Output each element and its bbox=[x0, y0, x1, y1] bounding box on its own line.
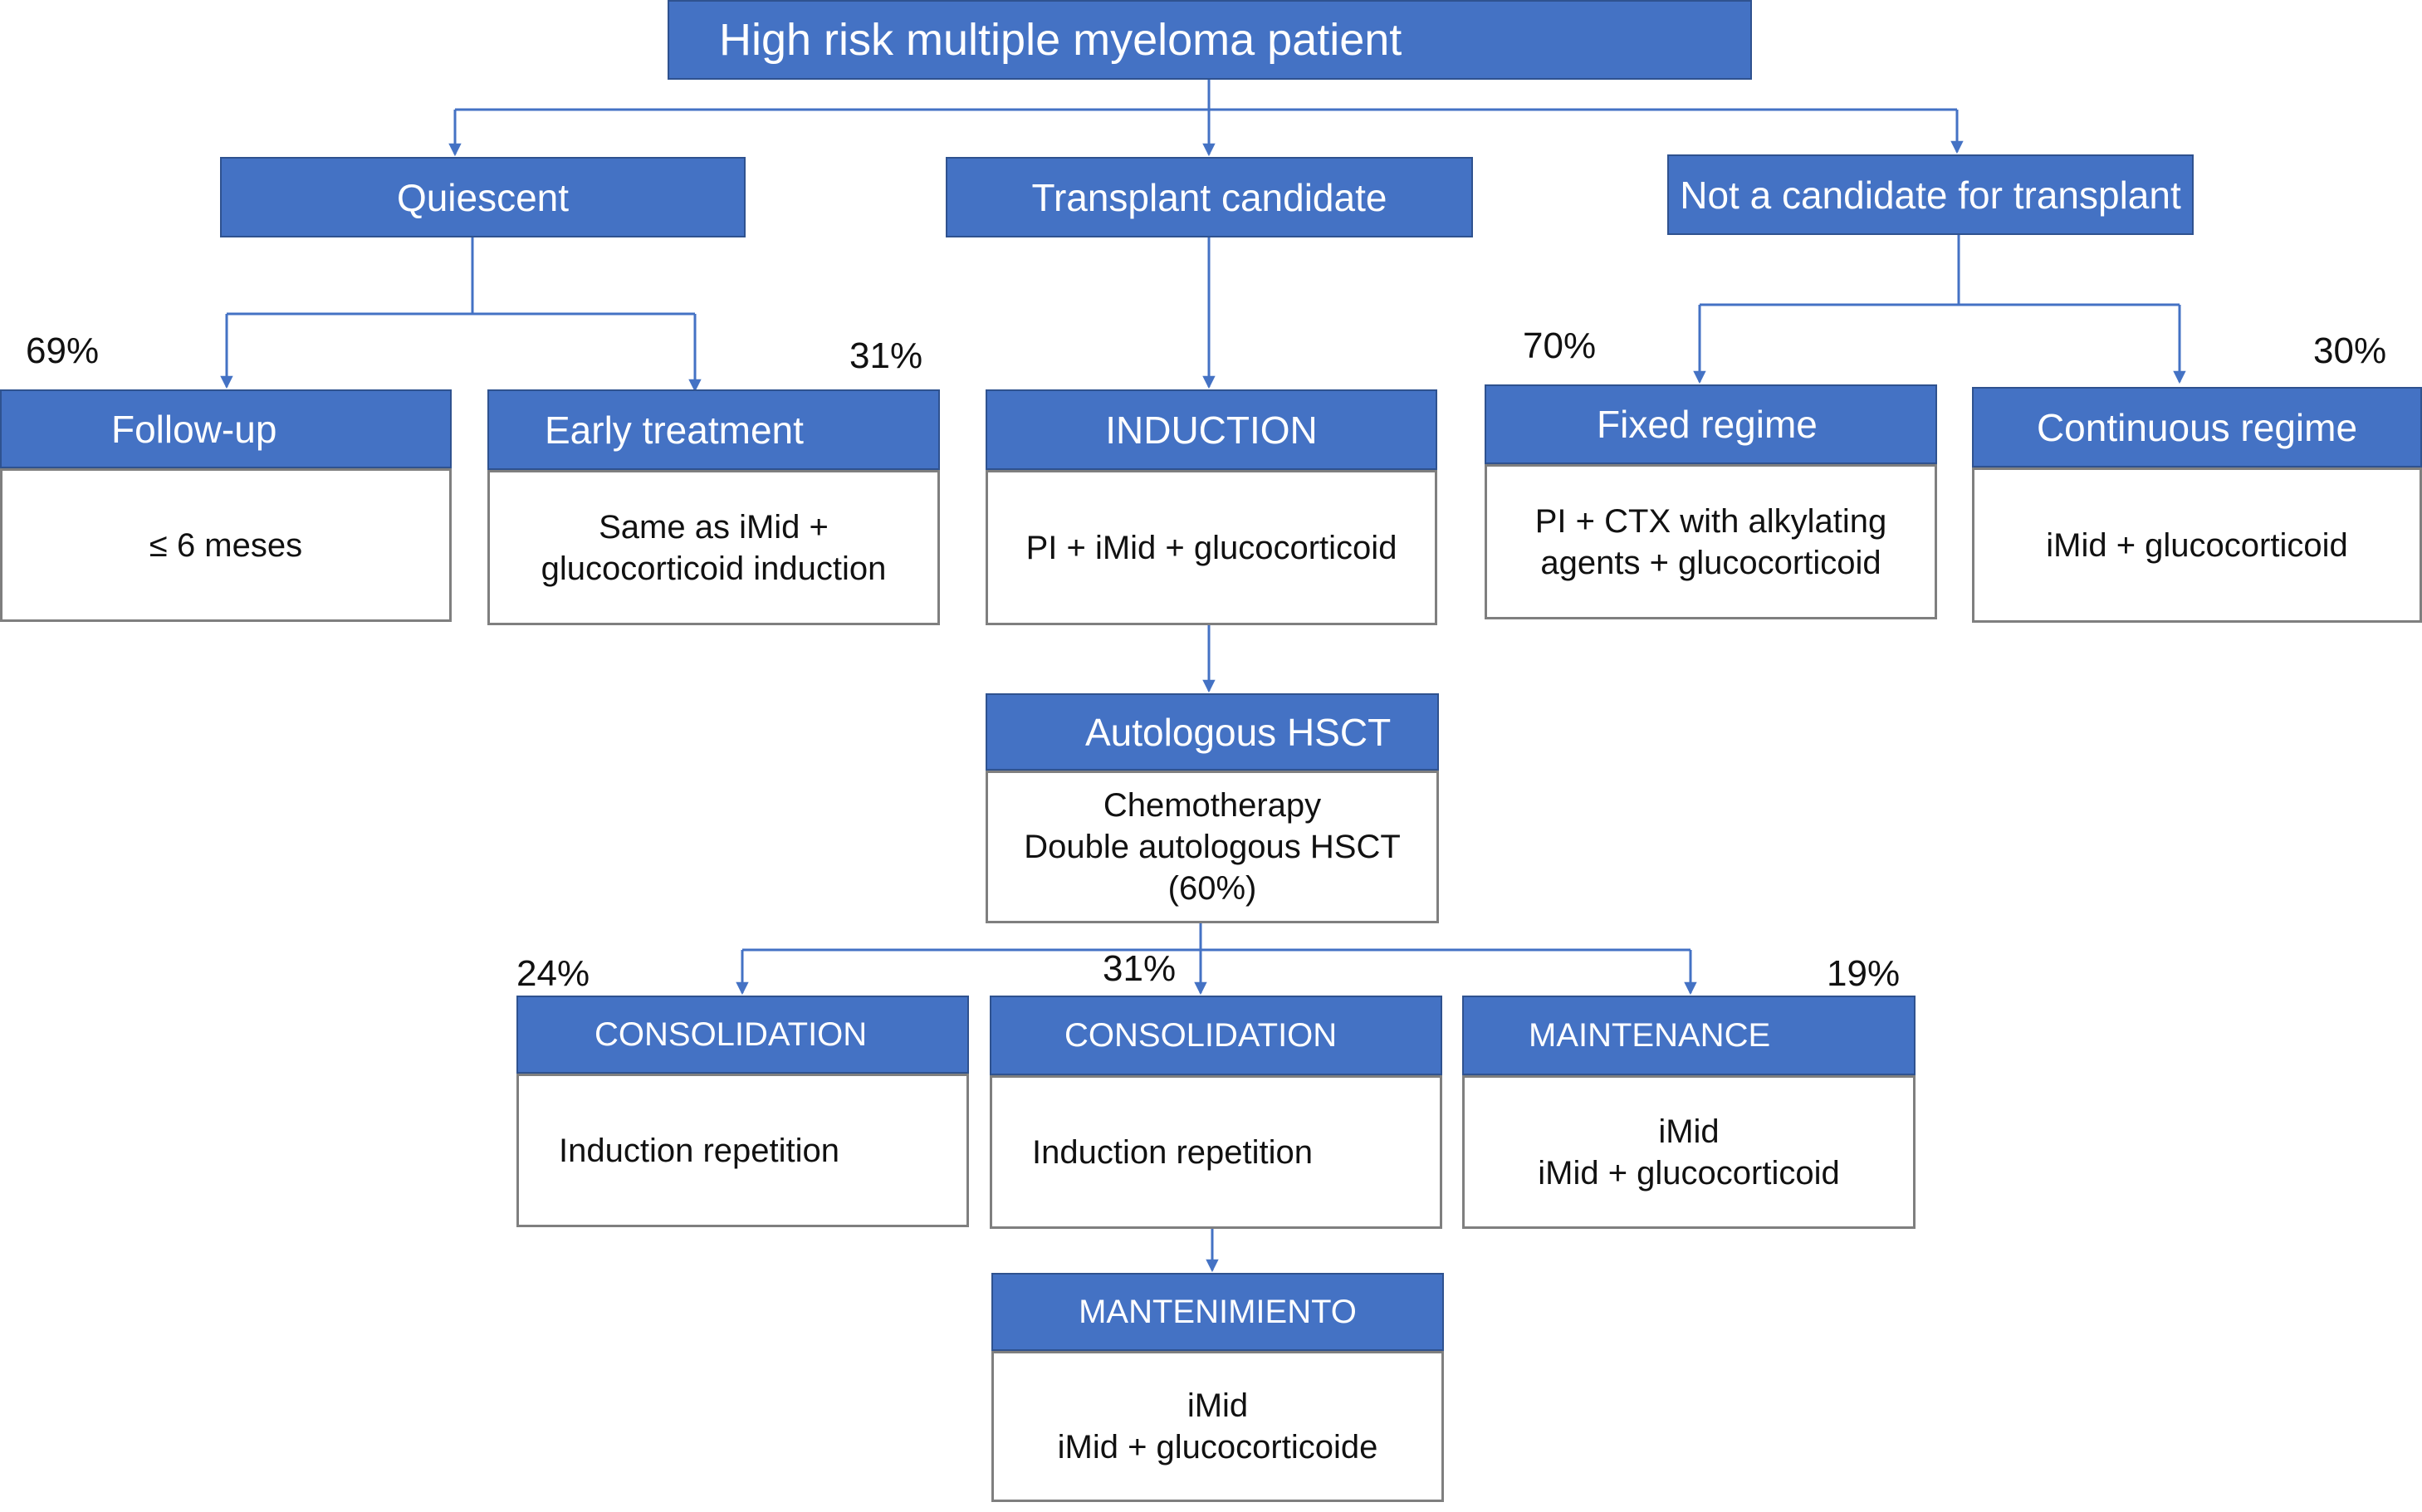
mantenimiento-title: MANTENIMIENTO bbox=[1079, 1293, 1357, 1330]
early-treatment-line-1: Same as iMid + bbox=[599, 508, 829, 546]
maintenance-percent: 19% bbox=[1827, 953, 1901, 994]
continuous-regime-title: Continuous regime bbox=[2036, 405, 2358, 449]
maintenance-title: MAINTENANCE bbox=[1529, 1016, 1771, 1054]
hsct-line-1: Chemotherapy bbox=[1103, 787, 1322, 824]
consolidation-b-header: CONSOLIDATION bbox=[990, 996, 1442, 1075]
follow-up-body: ≤ 6 meses bbox=[0, 468, 452, 622]
hsct-title: Autologous HSCT bbox=[1085, 710, 1392, 754]
quiescent-label: Quiescent bbox=[396, 175, 570, 219]
maintenance-body: iMid iMid + glucocorticoid bbox=[1462, 1075, 1916, 1229]
hsct-line-3: (60%) bbox=[1167, 870, 1257, 907]
consolidation-a-title: CONSOLIDATION bbox=[594, 1015, 868, 1053]
transplant-candidate-node: Transplant candidate bbox=[946, 157, 1473, 237]
mantenimiento-line-1: iMid bbox=[1187, 1387, 1249, 1424]
consolidation-a-line-1: Induction repetition bbox=[559, 1132, 840, 1169]
induction-body: PI + iMid + glucocorticoid bbox=[986, 470, 1437, 625]
early-treatment-header: Early treatment bbox=[487, 389, 940, 470]
maintenance-line-1: iMid bbox=[1658, 1113, 1720, 1150]
follow-up-percent: 69% bbox=[26, 330, 100, 371]
fixed-regime-body: PI + CTX with alkylating agents + glucoc… bbox=[1485, 464, 1937, 619]
quiescent-node: Quiescent bbox=[220, 157, 746, 237]
mantenimiento-line-2: iMid + glucocorticoide bbox=[1057, 1429, 1378, 1466]
consolidation-b-line-1: Induction repetition bbox=[1032, 1133, 1314, 1171]
not-candidate-node: Not a candidate for transplant bbox=[1667, 154, 2194, 235]
follow-up-line-1: ≤ 6 meses bbox=[149, 526, 303, 564]
maintenance-header: MAINTENANCE bbox=[1462, 996, 1916, 1075]
maintenance-line-2: iMid + glucocorticoid bbox=[1538, 1154, 1840, 1191]
mantenimiento-body: iMid iMid + glucocorticoide bbox=[991, 1351, 1444, 1502]
consolidation-a-header: CONSOLIDATION bbox=[516, 996, 969, 1074]
consolidation-a-body: Induction repetition bbox=[516, 1074, 969, 1227]
hsct-header: Autologous HSCT bbox=[986, 693, 1439, 771]
induction-title: INDUCTION bbox=[1105, 408, 1318, 452]
early-treatment-title: Early treatment bbox=[545, 408, 804, 452]
continuous-regime-percent: 30% bbox=[2313, 330, 2387, 371]
root-title: High risk multiple myeloma patient bbox=[719, 15, 1402, 65]
mantenimiento-header: MANTENIMIENTO bbox=[991, 1273, 1444, 1351]
follow-up-title: Follow-up bbox=[111, 407, 277, 451]
hsct-line-2: Double autologous HSCT bbox=[1024, 829, 1401, 865]
fixed-regime-header: Fixed regime bbox=[1485, 384, 1937, 464]
continuous-regime-body: iMid + glucocorticoid bbox=[1972, 467, 2422, 623]
induction-header: INDUCTION bbox=[986, 389, 1437, 470]
fixed-regime-percent: 70% bbox=[1523, 325, 1597, 366]
continuous-regime-line-1: iMid + glucocorticoid bbox=[2046, 526, 2348, 564]
early-treatment-line-2: glucocorticoid induction bbox=[541, 550, 887, 587]
fixed-regime-title: Fixed regime bbox=[1597, 403, 1818, 446]
continuous-regime-header: Continuous regime bbox=[1972, 387, 2422, 467]
consolidation-b-percent: 31% bbox=[1103, 948, 1177, 989]
induction-line-1: PI + iMid + glucocorticoid bbox=[1025, 529, 1397, 566]
fixed-regime-line-2: agents + glucocorticoid bbox=[1540, 544, 1881, 581]
hsct-body: Chemotherapy Double autologous HSCT (60%… bbox=[986, 771, 1439, 923]
consolidation-b-title: CONSOLIDATION bbox=[1064, 1016, 1338, 1054]
early-treatment-body: Same as iMid + glucocorticoid induction bbox=[487, 470, 940, 625]
transplant-candidate-label: Transplant candidate bbox=[1031, 175, 1387, 219]
follow-up-header: Follow-up bbox=[0, 389, 452, 468]
early-treatment-percent: 31% bbox=[849, 335, 923, 376]
consolidation-a-percent: 24% bbox=[516, 953, 590, 994]
fixed-regime-line-1: PI + CTX with alkylating bbox=[1534, 502, 1887, 540]
root-node: High risk multiple myeloma patient bbox=[668, 0, 1752, 80]
consolidation-b-body: Induction repetition bbox=[990, 1075, 1442, 1229]
not-candidate-label: Not a candidate for transplant bbox=[1680, 173, 2181, 217]
